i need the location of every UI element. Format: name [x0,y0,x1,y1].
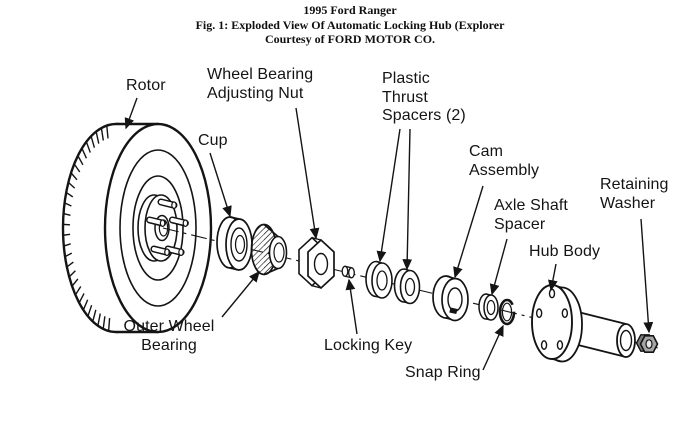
label-line: Washer [600,194,656,212]
label-line: Retaining [600,176,669,193]
cam-assembly-part [432,275,469,322]
label-plastic-thrust-spacers: Plastic Thrust Spacers (2) [382,70,466,126]
thrust-spacer-2-part [393,268,421,305]
leader-cam-assembly [453,185,484,279]
label-line: Assembly [469,161,540,179]
rotor-part [61,122,213,334]
label-rotor: Rotor [126,77,166,96]
label-line: Adjusting Nut [207,84,304,102]
label-line: Spacers (2) [382,107,466,124]
axle-shaft-spacer-part [478,293,499,321]
label-line: Snap Ring [405,364,481,381]
leader-cup [209,152,232,218]
label-line: Plastic [382,70,430,87]
label-axle-shaft-spacer: Axle Shaft Spacer [494,197,568,234]
label-snap-ring: Snap Ring [405,364,481,383]
wheel-studs [146,198,189,257]
label-line: Cam [469,143,504,160]
hub-flange-holes [535,288,569,350]
leader-thrust-spacer-2 [402,128,413,271]
locking-key-part [341,265,355,279]
outer-wheel-bearing-part [250,223,288,276]
adjusting-nut-part [298,236,335,290]
label-locking-key: Locking Key [324,337,412,356]
hub-body-part [531,284,636,363]
label-hub-body: Hub Body [529,243,600,262]
label-line: Spacer [494,215,546,233]
leader-locking-key [345,278,358,335]
doc-title: 1995 Ford Ranger [303,3,397,17]
label-line: Hub Body [529,243,601,260]
leader-rotor [124,97,138,130]
label-cam-assembly: Cam Assembly [469,143,539,180]
label-line: Thrust [382,88,428,106]
figure-header: 1995 Ford Ranger Fig. 1: Exploded View O… [0,3,700,47]
leader-arrows [124,97,654,371]
label-line: Bearing [141,336,197,354]
leader-outer-wheel-bearing [221,270,260,318]
leader-snap-ring [482,324,504,371]
label-line: Wheel Bearing [207,66,314,83]
label-line: Axle Shaft [494,197,568,214]
leader-axle-shaft-spacer [489,238,508,296]
label-wheel-bearing-adjusting-nut: Wheel Bearing Adjusting Nut [207,66,313,103]
label-retaining-washer: Retaining Washer [600,176,669,213]
retaining-washer-part [635,334,659,354]
label-outer-wheel-bearing: Outer Wheel Bearing [103,318,235,355]
figure-caption: Fig. 1: Exploded View Of Automatic Locki… [195,17,505,32]
leader-thrust-spacer-1 [376,128,401,263]
courtesy-line: Courtesy of FORD MOTOR CO. [264,32,436,46]
thrust-spacer-1-part [365,260,393,299]
label-line: Cup [198,132,228,149]
label-cup: Cup [198,132,228,151]
leader-hub-body [548,263,558,292]
label-line: Rotor [126,77,166,94]
leader-retaining-washer [640,218,654,334]
cup-part [216,216,253,271]
label-line: Locking Key [324,337,413,354]
leader-adjusting-nut [295,107,320,240]
label-line: Outer Wheel [123,318,215,335]
rotor-rim-hatch [62,125,111,332]
snap-ring-part [498,298,516,326]
